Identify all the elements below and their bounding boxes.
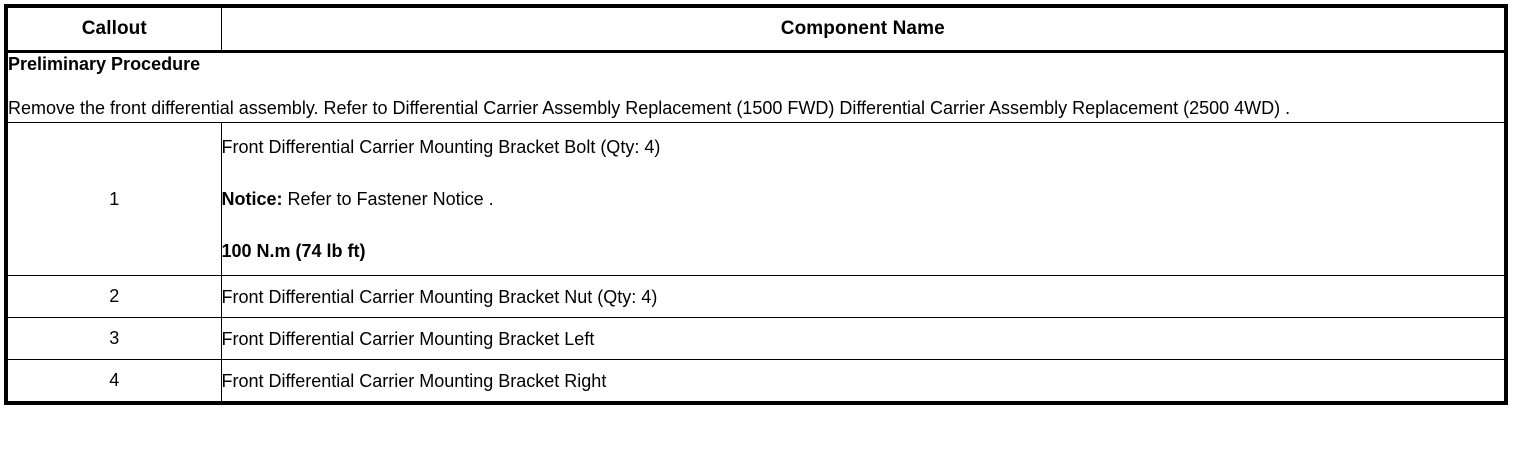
preliminary-procedure-title: Preliminary Procedure <box>8 54 201 74</box>
column-header-component-name: Component Name <box>220 5 1507 53</box>
preliminary-procedure-row: Preliminary Procedure Remove the front d… <box>5 51 1507 123</box>
component-name-text: Front Differential Carrier Mounting Brac… <box>220 317 1507 360</box>
callout-number: 1 <box>5 122 222 276</box>
component-name-text: Front Differential Carrier Mounting Brac… <box>220 275 1507 318</box>
notice-text: Refer to Fastener Notice . <box>282 189 494 209</box>
callout-number: 4 <box>5 359 222 404</box>
table-row: 1 Front Differential Carrier Mounting Br… <box>5 122 1507 276</box>
torque-specification: 100 N.m (74 lb ft) <box>221 241 366 261</box>
callout-number: 2 <box>5 275 222 318</box>
preliminary-procedure-text: Remove the front differential assembly. … <box>8 98 1291 118</box>
table-row: 2 Front Differential Carrier Mounting Br… <box>5 275 1507 318</box>
table-row: 4 Front Differential Carrier Mounting Br… <box>5 359 1507 404</box>
table-header-row: Callout Component Name <box>5 5 1507 53</box>
component-name-text: Front Differential Carrier Mounting Brac… <box>220 359 1507 404</box>
table-row: 3 Front Differential Carrier Mounting Br… <box>5 317 1507 360</box>
column-header-callout: Callout <box>5 5 222 53</box>
component-callout-table: Callout Component Name Preliminary Proce… <box>4 4 1508 405</box>
component-name-text: Front Differential Carrier Mounting Brac… <box>221 137 661 157</box>
component-description-cell: Front Differential Carrier Mounting Brac… <box>220 122 1507 276</box>
notice-label: Notice: <box>221 189 283 209</box>
callout-number: 3 <box>5 317 222 360</box>
notice-line: Notice: Refer to Fastener Notice . <box>222 186 1505 212</box>
preliminary-procedure-cell: Preliminary Procedure Remove the front d… <box>5 51 1507 123</box>
